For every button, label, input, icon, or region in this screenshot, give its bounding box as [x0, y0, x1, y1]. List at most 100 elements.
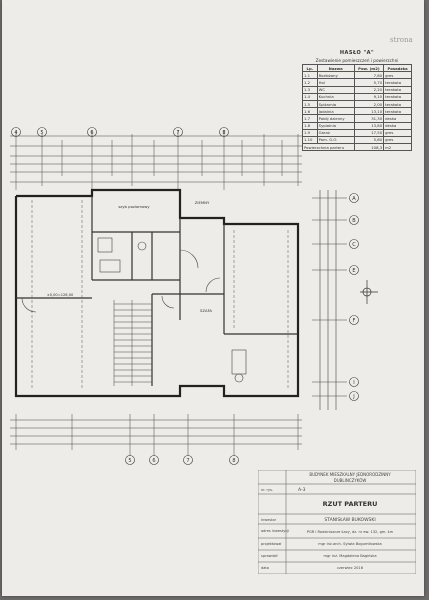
- tb-sheet-no: A-3: [298, 487, 306, 493]
- total-value: 108,3: [353, 143, 385, 152]
- door-swing: [205, 277, 221, 293]
- room-lp: 1.6: [302, 107, 318, 116]
- col-floor: Posadzka: [383, 63, 412, 73]
- axis-marker: [349, 239, 359, 249]
- tb-design-name: mgr inż.arch. Sylwia Bogumiłowska: [318, 542, 382, 546]
- axis-marker: [349, 391, 359, 401]
- room-area: 5,70: [353, 78, 385, 87]
- axis-label: 8: [222, 130, 225, 136]
- axis-marker: [37, 127, 47, 137]
- tb-date: czerwiec 2016: [337, 566, 364, 570]
- room-lp: 1.3: [302, 85, 318, 94]
- fixture: [234, 373, 244, 383]
- tb-check-label: sprawdził: [261, 554, 278, 558]
- tb-check-name: mgr inż. Magdalena Bagińska: [323, 554, 376, 558]
- room-name: Rozłożony: [316, 71, 355, 80]
- exterior-walls: [14, 188, 300, 398]
- room-area: 7,80: [353, 71, 385, 80]
- room-name: Hol: [316, 78, 355, 87]
- room-schedule-title: Zestawienie pomieszczeń i powierzchni: [315, 58, 399, 63]
- axis-label: E: [352, 268, 355, 274]
- room-area: 2,20: [353, 85, 385, 94]
- tb-drawing-title: RZUT PARTERU: [323, 500, 378, 508]
- room-name: Spiżarnia: [316, 99, 355, 109]
- axis-marker: [349, 193, 359, 203]
- room-area: 13,10: [353, 107, 385, 116]
- fixture: [99, 259, 121, 273]
- axis-marker: [125, 455, 135, 465]
- axis-marker: [173, 127, 183, 137]
- room-floor: terakota: [383, 107, 412, 116]
- room-floor: gres: [383, 71, 412, 80]
- axis-label: 4: [14, 130, 17, 136]
- room-lp: 1.4: [302, 92, 318, 101]
- room-name: Kuchnia: [316, 92, 355, 101]
- axis-label: F: [353, 318, 356, 324]
- col-name: Nazwa: [316, 63, 355, 73]
- col-lp: Lp.: [302, 63, 318, 73]
- axis-label: 6: [90, 130, 93, 136]
- tb-location-label: adres inwestycji: [261, 529, 289, 533]
- door-swing: [179, 249, 199, 269]
- drawing-sheet: strona HASŁO "A" Zestawienie pomieszczeń…: [2, 0, 424, 596]
- tb-project2: DUBLINCZYKÓW: [334, 478, 367, 483]
- fixture: [97, 237, 113, 253]
- room-schedule-mark: HASŁO "A": [339, 50, 375, 56]
- axis-label: 7: [186, 458, 189, 464]
- room-area: 9,10: [353, 92, 385, 101]
- axis-label: 7: [176, 130, 179, 136]
- axis-label: B: [352, 218, 356, 224]
- tb-investor-label: Inwestor: [261, 518, 277, 522]
- door-swing: [161, 295, 175, 309]
- axis-label: J: [352, 394, 354, 400]
- room-name: Jadalnia: [316, 107, 355, 116]
- room-table-header: Lp. Nazwa Pow. (m2) Posadzka: [302, 63, 412, 73]
- fixtures: [21, 237, 247, 383]
- title-block: BUDYNEK MIESZKALNY JEDNORODZINNY DUBLINC…: [258, 470, 416, 574]
- room-floor: terakota: [383, 78, 412, 87]
- room-lp: 1.5: [302, 99, 318, 109]
- axis-marker: [219, 127, 229, 137]
- axis-label: C: [352, 242, 356, 248]
- tb-date-label: data: [261, 566, 269, 570]
- total-unit: m2: [383, 143, 412, 152]
- axis-marker: [11, 127, 21, 137]
- tb-design-label: projektował: [261, 542, 281, 546]
- plan-label-room: SZAFA: [200, 308, 212, 313]
- room-lp: 1.2: [302, 78, 318, 87]
- axis-label: 6: [152, 458, 155, 464]
- axis-marker: [349, 315, 359, 325]
- axis-label: 5: [128, 458, 131, 464]
- room-floor: terakota: [383, 99, 412, 109]
- tb-project: BUDYNEK MIESZKALNY JEDNORODZINNY: [309, 472, 391, 477]
- boiler-fixture: [231, 349, 247, 375]
- room-table-total: Powierzchnia parteru 108,3 m2: [302, 143, 412, 152]
- interior-walls: [16, 196, 298, 386]
- corner-stamp: strona: [390, 36, 413, 44]
- axis-label: 8: [232, 458, 235, 464]
- tb-investor: STANISŁAW BUKOWSKI: [324, 517, 375, 523]
- axis-label: 5: [40, 130, 43, 136]
- col-area: Pow. (m2): [353, 63, 385, 73]
- plan-label-sauna: szyb poziomowy: [118, 204, 150, 209]
- plan-label-rozm: ZIEMNY: [195, 200, 210, 205]
- toilet-fixture: [137, 241, 147, 251]
- axis-marker: [349, 377, 359, 387]
- room-schedule: HASŁO "A" Zestawienie pomieszczeń i powi…: [302, 50, 412, 152]
- door-swing: [21, 297, 37, 313]
- tb-location: PGR i Rodziniszcze Łazy, dz. nr ew. 132,…: [307, 530, 394, 534]
- axis-marker: [229, 455, 239, 465]
- room-floor: terakota: [383, 92, 412, 101]
- axis-label: A: [352, 196, 356, 202]
- staircase: [113, 300, 152, 386]
